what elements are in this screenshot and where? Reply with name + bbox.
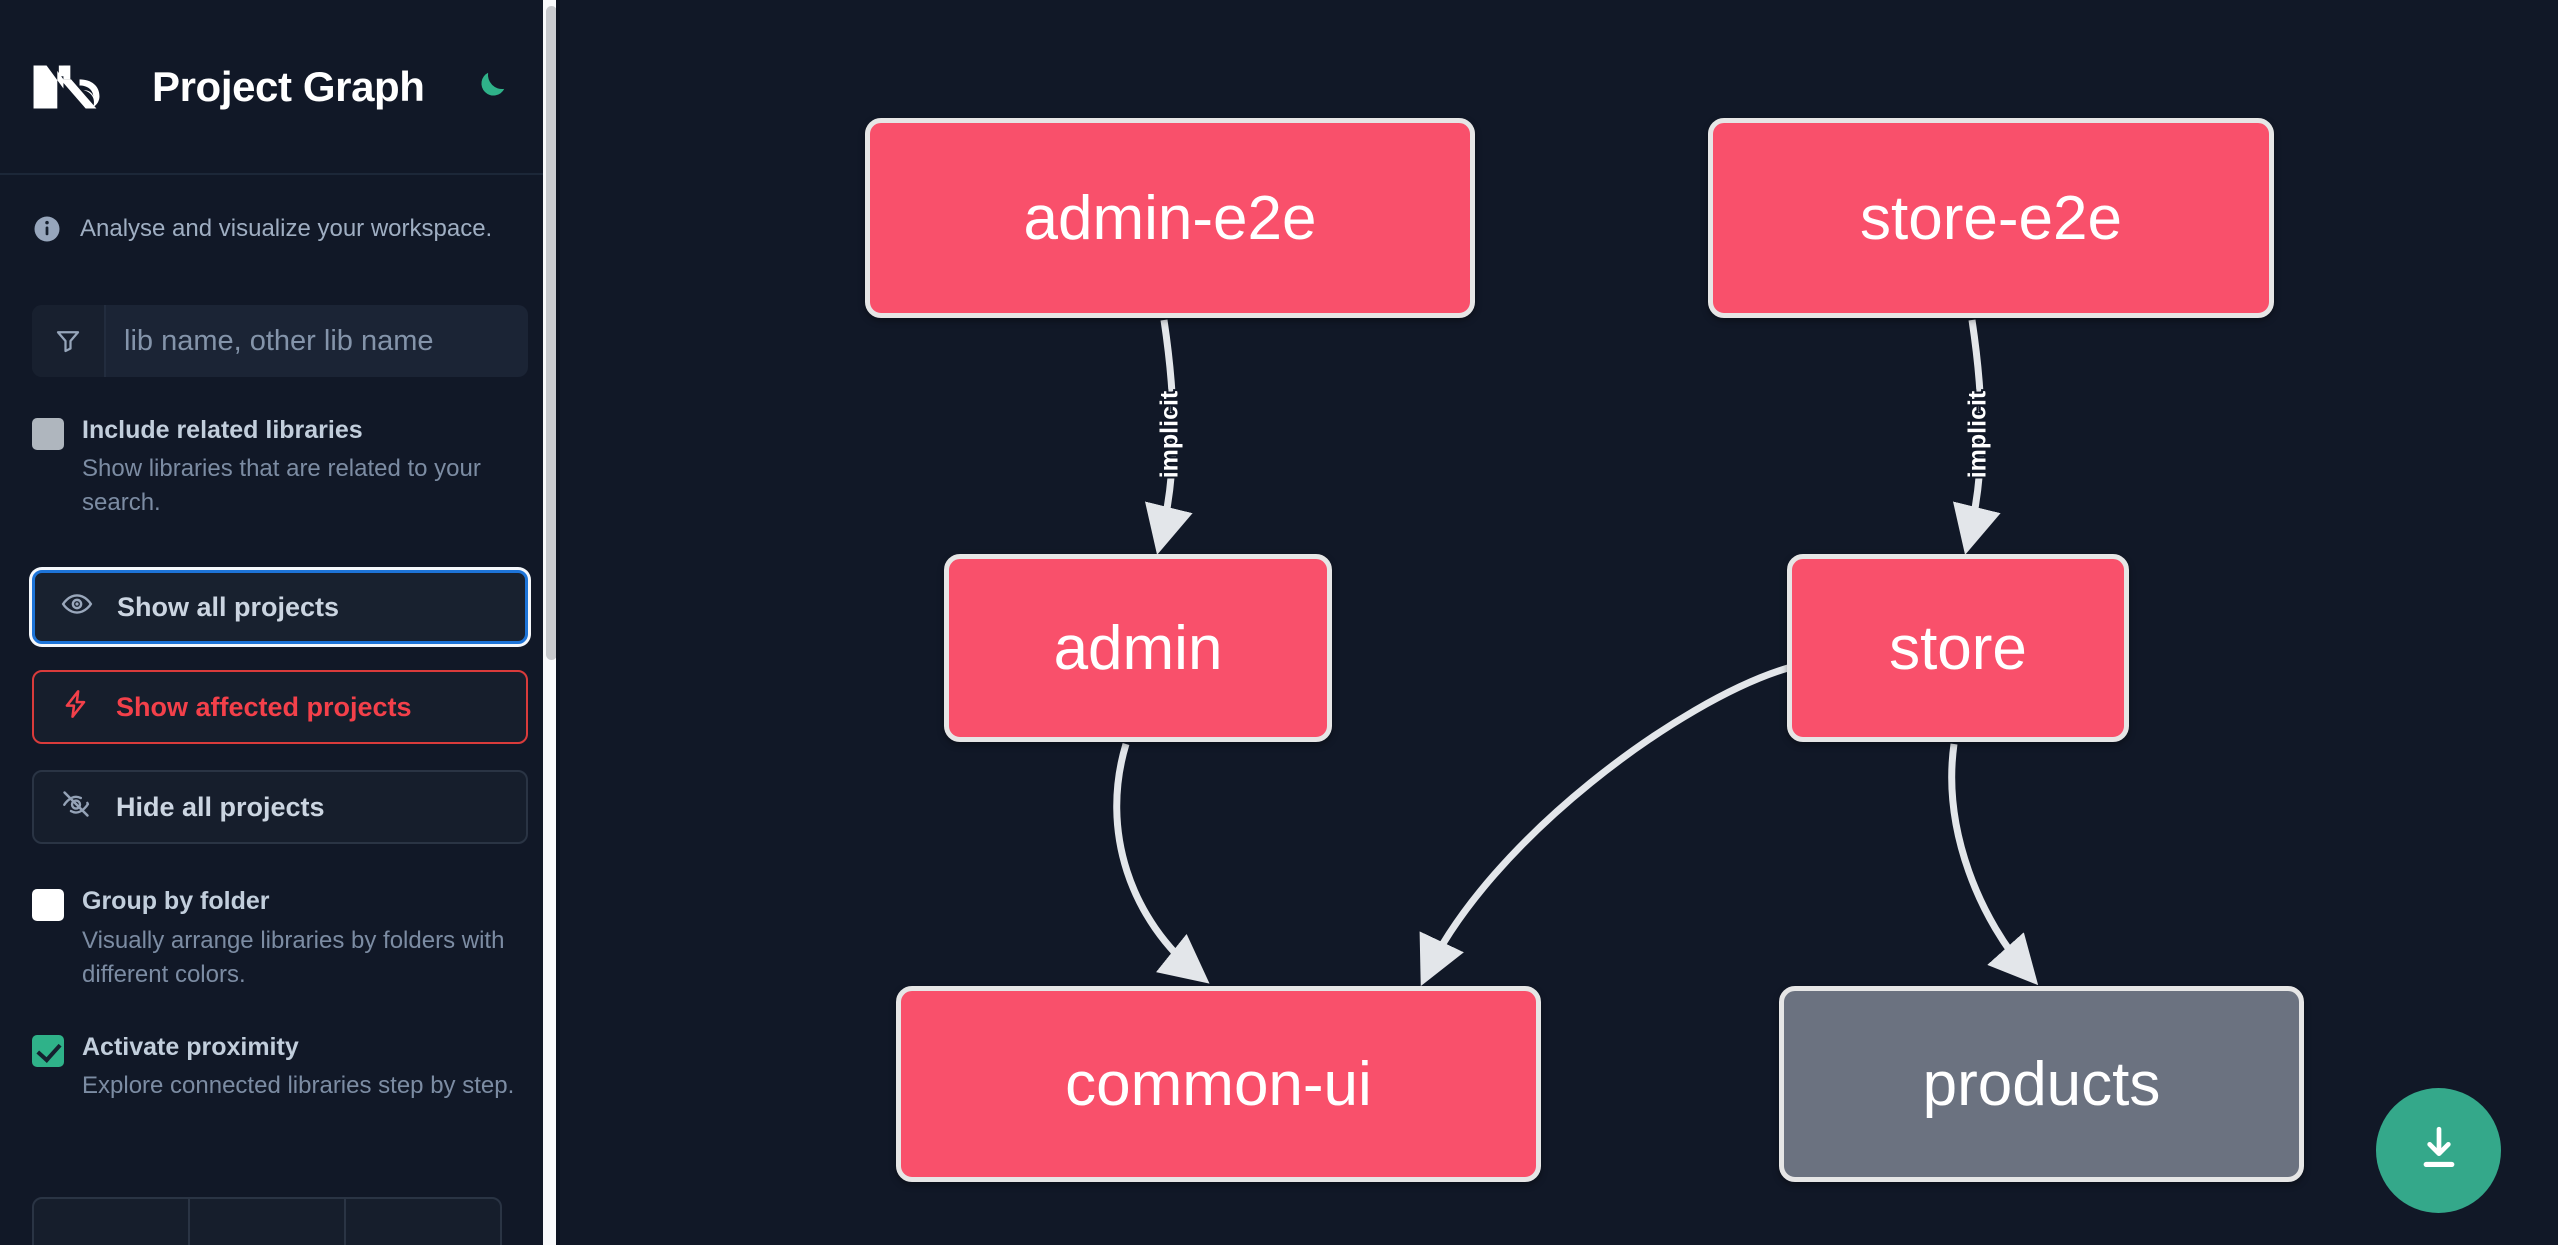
option-title: Group by folder — [82, 887, 270, 916]
edge-store-to-products — [1948, 743, 2039, 986]
graph-node-label: admin-e2e — [1023, 183, 1317, 253]
group-by-folder-checkbox[interactable] — [32, 889, 64, 922]
option-title: Include related libraries — [82, 416, 363, 444]
edge-admin-to-common-ui — [1113, 742, 1210, 984]
graph-node-label: common-ui — [1065, 1049, 1372, 1119]
moon-icon[interactable] — [467, 64, 513, 110]
edge-store-to-common-ui — [1419, 664, 1789, 987]
graph-node-label: admin — [1053, 613, 1223, 683]
edge-store-e2e-to-store — [1953, 319, 2001, 555]
sidebar-scrollbar-thumb[interactable] — [546, 6, 557, 660]
option-description: Explore connected libraries step by step… — [82, 1072, 515, 1100]
proximity-step-control-1[interactable] — [34, 1199, 190, 1245]
download-graph-button[interactable] — [2376, 1088, 2501, 1213]
sidebar-scroll-region[interactable]: Project Graph Analyse and visualize your… — [0, 0, 560, 1245]
option-description: Visually arrange libraries by folders wi… — [82, 926, 505, 988]
lightning-icon — [60, 688, 92, 727]
graph-node-admin[interactable]: admin — [944, 554, 1332, 742]
graph-node-label: store — [1889, 613, 2027, 683]
graph-node-products[interactable]: products — [1779, 986, 2304, 1182]
proximity-step-control-2[interactable] — [190, 1199, 346, 1245]
graph-node-store-e2e[interactable]: store-e2e — [1708, 118, 2274, 318]
sidebar-blurb-text: Analyse and visualize your workspace. — [80, 215, 493, 242]
graph-node-label: store-e2e — [1860, 183, 2122, 253]
hide-all-projects-label: Hide all projects — [116, 791, 325, 822]
info-icon — [32, 214, 62, 249]
sidebar-blurb: Analyse and visualize your workspace. — [0, 175, 560, 249]
filter-icon — [32, 305, 106, 377]
option-activate-proximity: Activate proximity Explore connected lib… — [0, 1032, 560, 1103]
graph-edges — [1113, 319, 2039, 987]
include-related-libraries-checkbox[interactable] — [32, 418, 64, 450]
option-include-related-libraries: Include related libraries Show libraries… — [0, 415, 560, 520]
proximity-step-control-3[interactable] — [346, 1199, 500, 1245]
graph-node-admin-e2e[interactable]: admin-e2e — [865, 118, 1475, 318]
show-all-projects-button[interactable]: Show all projects — [32, 570, 528, 645]
graph-node-store[interactable]: store — [1787, 554, 2129, 742]
sidebar-right-edge — [556, 0, 560, 1245]
graph-canvas[interactable]: admin-e2e store-e2e admin store common-u… — [560, 0, 2558, 1245]
graph-node-label: products — [1922, 1049, 2161, 1119]
graph-node-common-ui[interactable]: common-ui — [896, 986, 1541, 1182]
option-description: Show libraries that are related to your … — [82, 455, 481, 517]
hide-all-projects-button[interactable]: Hide all projects — [32, 770, 528, 845]
activate-proximity-checkbox[interactable] — [32, 1034, 64, 1067]
sidebar-header: Project Graph — [0, 0, 560, 175]
search-bar[interactable] — [32, 305, 528, 377]
proximity-step-controls[interactable] — [32, 1197, 502, 1245]
edge-admin-e2e-to-admin — [1145, 319, 1193, 555]
option-body: Include related libraries Show libraries… — [82, 415, 526, 520]
option-body: Activate proximity Explore connected lib… — [82, 1032, 526, 1103]
eye-off-icon — [60, 788, 92, 827]
search-input[interactable] — [106, 305, 528, 377]
nx-logo-icon — [32, 58, 124, 116]
eye-icon — [61, 588, 93, 627]
show-affected-projects-button[interactable]: Show affected projects — [32, 670, 528, 745]
option-group-by-folder: Group by folder Visually arrange librari… — [0, 886, 560, 991]
sidebar-scrollbar[interactable] — [543, 0, 560, 1245]
show-affected-projects-label: Show affected projects — [116, 691, 412, 722]
project-visibility-buttons: Show all projects Show affected projects — [0, 570, 560, 845]
option-title: Activate proximity — [82, 1032, 299, 1061]
sidebar: Project Graph Analyse and visualize your… — [0, 0, 560, 1245]
download-icon — [2411, 1121, 2467, 1180]
page-title: Project Graph — [152, 62, 425, 110]
show-all-projects-label: Show all projects — [117, 591, 340, 622]
option-body: Group by folder Visually arrange librari… — [82, 886, 526, 991]
